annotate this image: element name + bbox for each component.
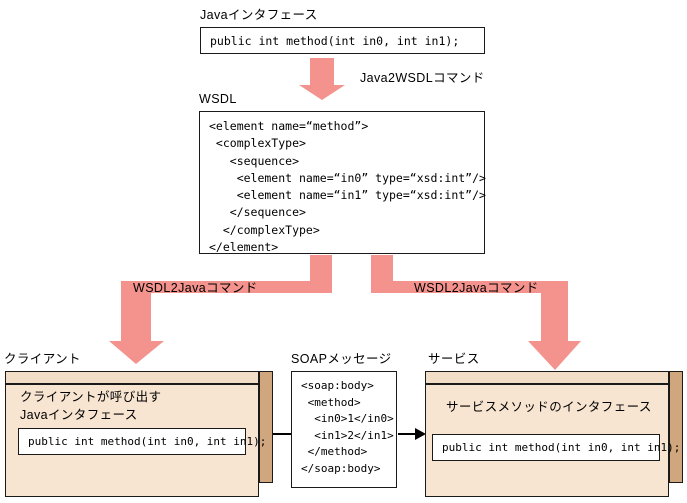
- service-box-top-face: [425, 371, 669, 384]
- java-interface-code-box: public int method(int in0, int in1);: [200, 27, 485, 54]
- service-heading: サービスメソッドのインタフェース: [446, 400, 652, 414]
- service-box-side-face: [669, 371, 683, 483]
- soap-title: SOAPメッセージ: [291, 352, 392, 366]
- client-code-box: public int method(int in0, int in1);: [18, 428, 266, 455]
- connector-soap-to-service: [398, 428, 426, 440]
- client-box-side-face: [259, 371, 273, 483]
- client-box-top-face: [5, 371, 259, 384]
- java2wsdl-command-label: Java2WSDLコマンド: [360, 71, 485, 85]
- arrow-java2wsdl: [299, 58, 345, 100]
- arrow-wsdl2java-left: [109, 255, 332, 364]
- service-code-box: public int method(int in0, int in1);: [432, 434, 680, 461]
- wsdl-code-box: <element name=“method”> <complexType> <s…: [199, 111, 486, 254]
- wsdl2java-left-command-label: WSDL2Javaコマンド: [133, 281, 258, 295]
- java-interface-title: Javaインタフェース: [200, 8, 318, 22]
- soap-code-box: <soap:body> <method> <in0>1</in0> <in1>2…: [291, 371, 397, 488]
- client-heading: クライアントが呼び出す Javaインタフェース: [20, 390, 162, 423]
- service-title: サービス: [428, 352, 480, 366]
- wsdl2java-right-command-label: WSDL2Javaコマンド: [414, 281, 539, 295]
- client-title: クライアント: [4, 352, 81, 366]
- wsdl-title: WSDL: [199, 92, 237, 106]
